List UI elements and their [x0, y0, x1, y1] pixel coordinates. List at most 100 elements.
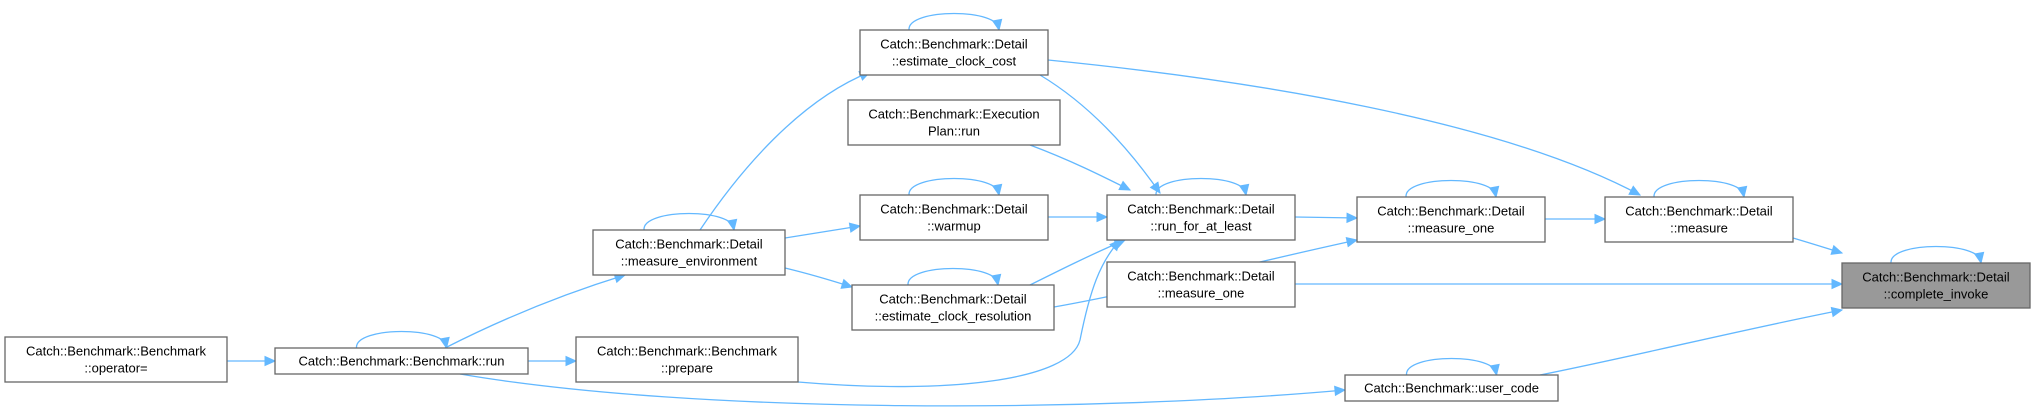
- node-label: Catch::Benchmark::Detail: [880, 202, 1028, 217]
- arrowhead: [991, 183, 1003, 197]
- edge-measure-to-measure: [1653, 179, 1745, 198]
- node-label: Catch::Benchmark::user_code: [1364, 381, 1539, 396]
- edge-run_for_at_least-to-run_for_at_least: [1155, 177, 1247, 196]
- node-label: ::measure_one: [1158, 286, 1245, 301]
- node-box[interactable]: [592, 229, 786, 276]
- node-box[interactable]: [1356, 196, 1546, 243]
- node-label: Catch::Benchmark::Benchmark: [597, 344, 777, 359]
- node-box[interactable]: [575, 336, 799, 383]
- edge-benchmark_run-to-benchmark_run: [355, 330, 448, 349]
- node-label: Plan::run: [928, 124, 980, 139]
- node-label: Catch::Benchmark::Detail: [1127, 202, 1275, 217]
- node-label: ::estimate_clock_resolution: [875, 309, 1032, 324]
- node-label: Catch::Benchmark::Detail: [1862, 270, 2010, 285]
- node-box[interactable]: [847, 99, 1061, 146]
- edge-warmup-to-warmup: [908, 177, 1000, 196]
- node-measure-one-b[interactable]: Catch::Benchmark::Detail::measure_one: [1106, 261, 1296, 308]
- node-label: Catch::Benchmark::Detail: [879, 292, 1027, 307]
- node-box[interactable]: [1106, 194, 1296, 241]
- nodes: Catch::Benchmark::Detail::complete_invok…: [4, 29, 2031, 402]
- arrowhead: [1096, 211, 1109, 223]
- arrowhead: [1334, 385, 1347, 397]
- node-label: ::prepare: [661, 361, 713, 376]
- arrowhead: [848, 222, 862, 233]
- arrowhead: [1736, 185, 1748, 199]
- node-complete-invoke[interactable]: Catch::Benchmark::Detail::complete_invok…: [1841, 262, 2031, 309]
- arrowhead: [1831, 278, 1844, 290]
- node-label: ::measure_environment: [621, 254, 758, 269]
- node-run-for-at-least[interactable]: Catch::Benchmark::Detail::run_for_at_lea…: [1106, 194, 1296, 241]
- node-measure[interactable]: Catch::Benchmark::Detail::measure: [1604, 196, 1794, 243]
- arrowhead: [1594, 213, 1607, 225]
- node-measure-environment[interactable]: Catch::Benchmark::Detail::measure_enviro…: [592, 229, 786, 276]
- node-label: ::measure_one: [1408, 221, 1495, 236]
- node-box[interactable]: [1344, 374, 1559, 402]
- node-label: Catch::Benchmark::Detail: [1127, 269, 1275, 284]
- node-estimate-clock-resolution[interactable]: Catch::Benchmark::Detail::estimate_clock…: [851, 284, 1055, 331]
- node-label: ::estimate_clock_cost: [892, 54, 1017, 69]
- node-benchmark-run[interactable]: Catch::Benchmark::Benchmark::run: [274, 347, 529, 375]
- node-box[interactable]: [1106, 261, 1296, 308]
- node-label: ::complete_invoke: [1884, 287, 1989, 302]
- node-box[interactable]: [851, 284, 1055, 331]
- arrowhead: [1973, 251, 1985, 265]
- node-estimate-clock-cost[interactable]: Catch::Benchmark::Detail::estimate_clock…: [859, 29, 1049, 76]
- arrowhead: [1489, 363, 1500, 377]
- arrowhead: [439, 336, 450, 350]
- arrowhead: [1118, 180, 1132, 191]
- node-box[interactable]: [1604, 196, 1794, 243]
- edge-benchmark_run-to-measure_environment: [444, 274, 626, 349]
- node-label: Catch::Benchmark::Benchmark::run: [299, 354, 505, 369]
- node-label: ::operator=: [84, 361, 147, 376]
- node-label: Catch::Benchmark::Detail: [1377, 204, 1525, 219]
- arrowhead: [1109, 239, 1121, 252]
- arrowhead: [565, 355, 578, 367]
- arrowhead: [1238, 183, 1250, 197]
- edge-estimate_clock_cost-to-run_for_at_least: [1039, 74, 1161, 194]
- node-label: Catch::Benchmark::Detail: [1625, 204, 1773, 219]
- arrowhead: [1488, 185, 1500, 199]
- edge-estimate_clock_cost-to-measure: [1047, 59, 1641, 196]
- node-box[interactable]: [4, 336, 228, 383]
- edge-execution_plan_run-to-run_for_at_least: [1029, 144, 1131, 191]
- edge-user_code-to-complete_invoke: [1539, 309, 1843, 376]
- edge-estimate_clock_resolution-to-estimate_clock_resolution: [907, 267, 999, 286]
- node-benchmark-operator[interactable]: Catch::Benchmark::Benchmark::operator=: [4, 336, 228, 383]
- arrowhead: [840, 278, 854, 289]
- edge-measure_one_a-to-measure_one_a: [1405, 179, 1497, 198]
- edge-measure_environment-to-estimate_clock_cost: [699, 71, 871, 231]
- arrowhead: [1345, 237, 1359, 248]
- edge-measure_environment-to-warmup: [784, 225, 861, 239]
- edge-complete_invoke-to-complete_invoke: [1890, 245, 1982, 264]
- arrowhead: [726, 218, 738, 232]
- node-user-code[interactable]: Catch::Benchmark::user_code: [1344, 374, 1559, 402]
- arrowhead: [264, 355, 277, 367]
- arrowhead: [1628, 185, 1642, 196]
- edge-user_code-to-user_code: [1405, 357, 1498, 376]
- node-box[interactable]: [859, 29, 1049, 76]
- node-label: ::run_for_at_least: [1150, 219, 1252, 234]
- edge-estimate_clock_cost-to-estimate_clock_cost: [908, 12, 1000, 31]
- node-box[interactable]: [274, 347, 529, 375]
- node-box[interactable]: [1841, 262, 2031, 309]
- edge-measure_environment-to-measure_environment: [643, 212, 735, 231]
- node-label: Catch::Benchmark::Detail: [880, 37, 1028, 52]
- node-measure-one-a[interactable]: Catch::Benchmark::Detail::measure_one: [1356, 196, 1546, 243]
- node-box[interactable]: [859, 194, 1049, 241]
- node-label: ::measure: [1670, 221, 1728, 236]
- node-label: Catch::Benchmark::Detail: [615, 237, 763, 252]
- node-label: ::warmup: [927, 219, 980, 234]
- arrowhead: [991, 18, 1003, 32]
- edge-benchmark_prepare-to-run_for_at_least: [797, 239, 1121, 388]
- node-label: Catch::Benchmark::Benchmark: [26, 344, 206, 359]
- arrowhead: [1830, 306, 1844, 318]
- arrowhead: [990, 273, 1002, 287]
- node-warmup[interactable]: Catch::Benchmark::Detail::warmup: [859, 194, 1049, 241]
- arrowhead: [1830, 244, 1844, 255]
- node-label: Catch::Benchmark::Execution: [868, 107, 1039, 122]
- arrowhead: [1346, 212, 1359, 224]
- node-benchmark-prepare[interactable]: Catch::Benchmark::Benchmark::prepare: [575, 336, 799, 383]
- edge-benchmark_run-to-user_code: [459, 373, 1346, 407]
